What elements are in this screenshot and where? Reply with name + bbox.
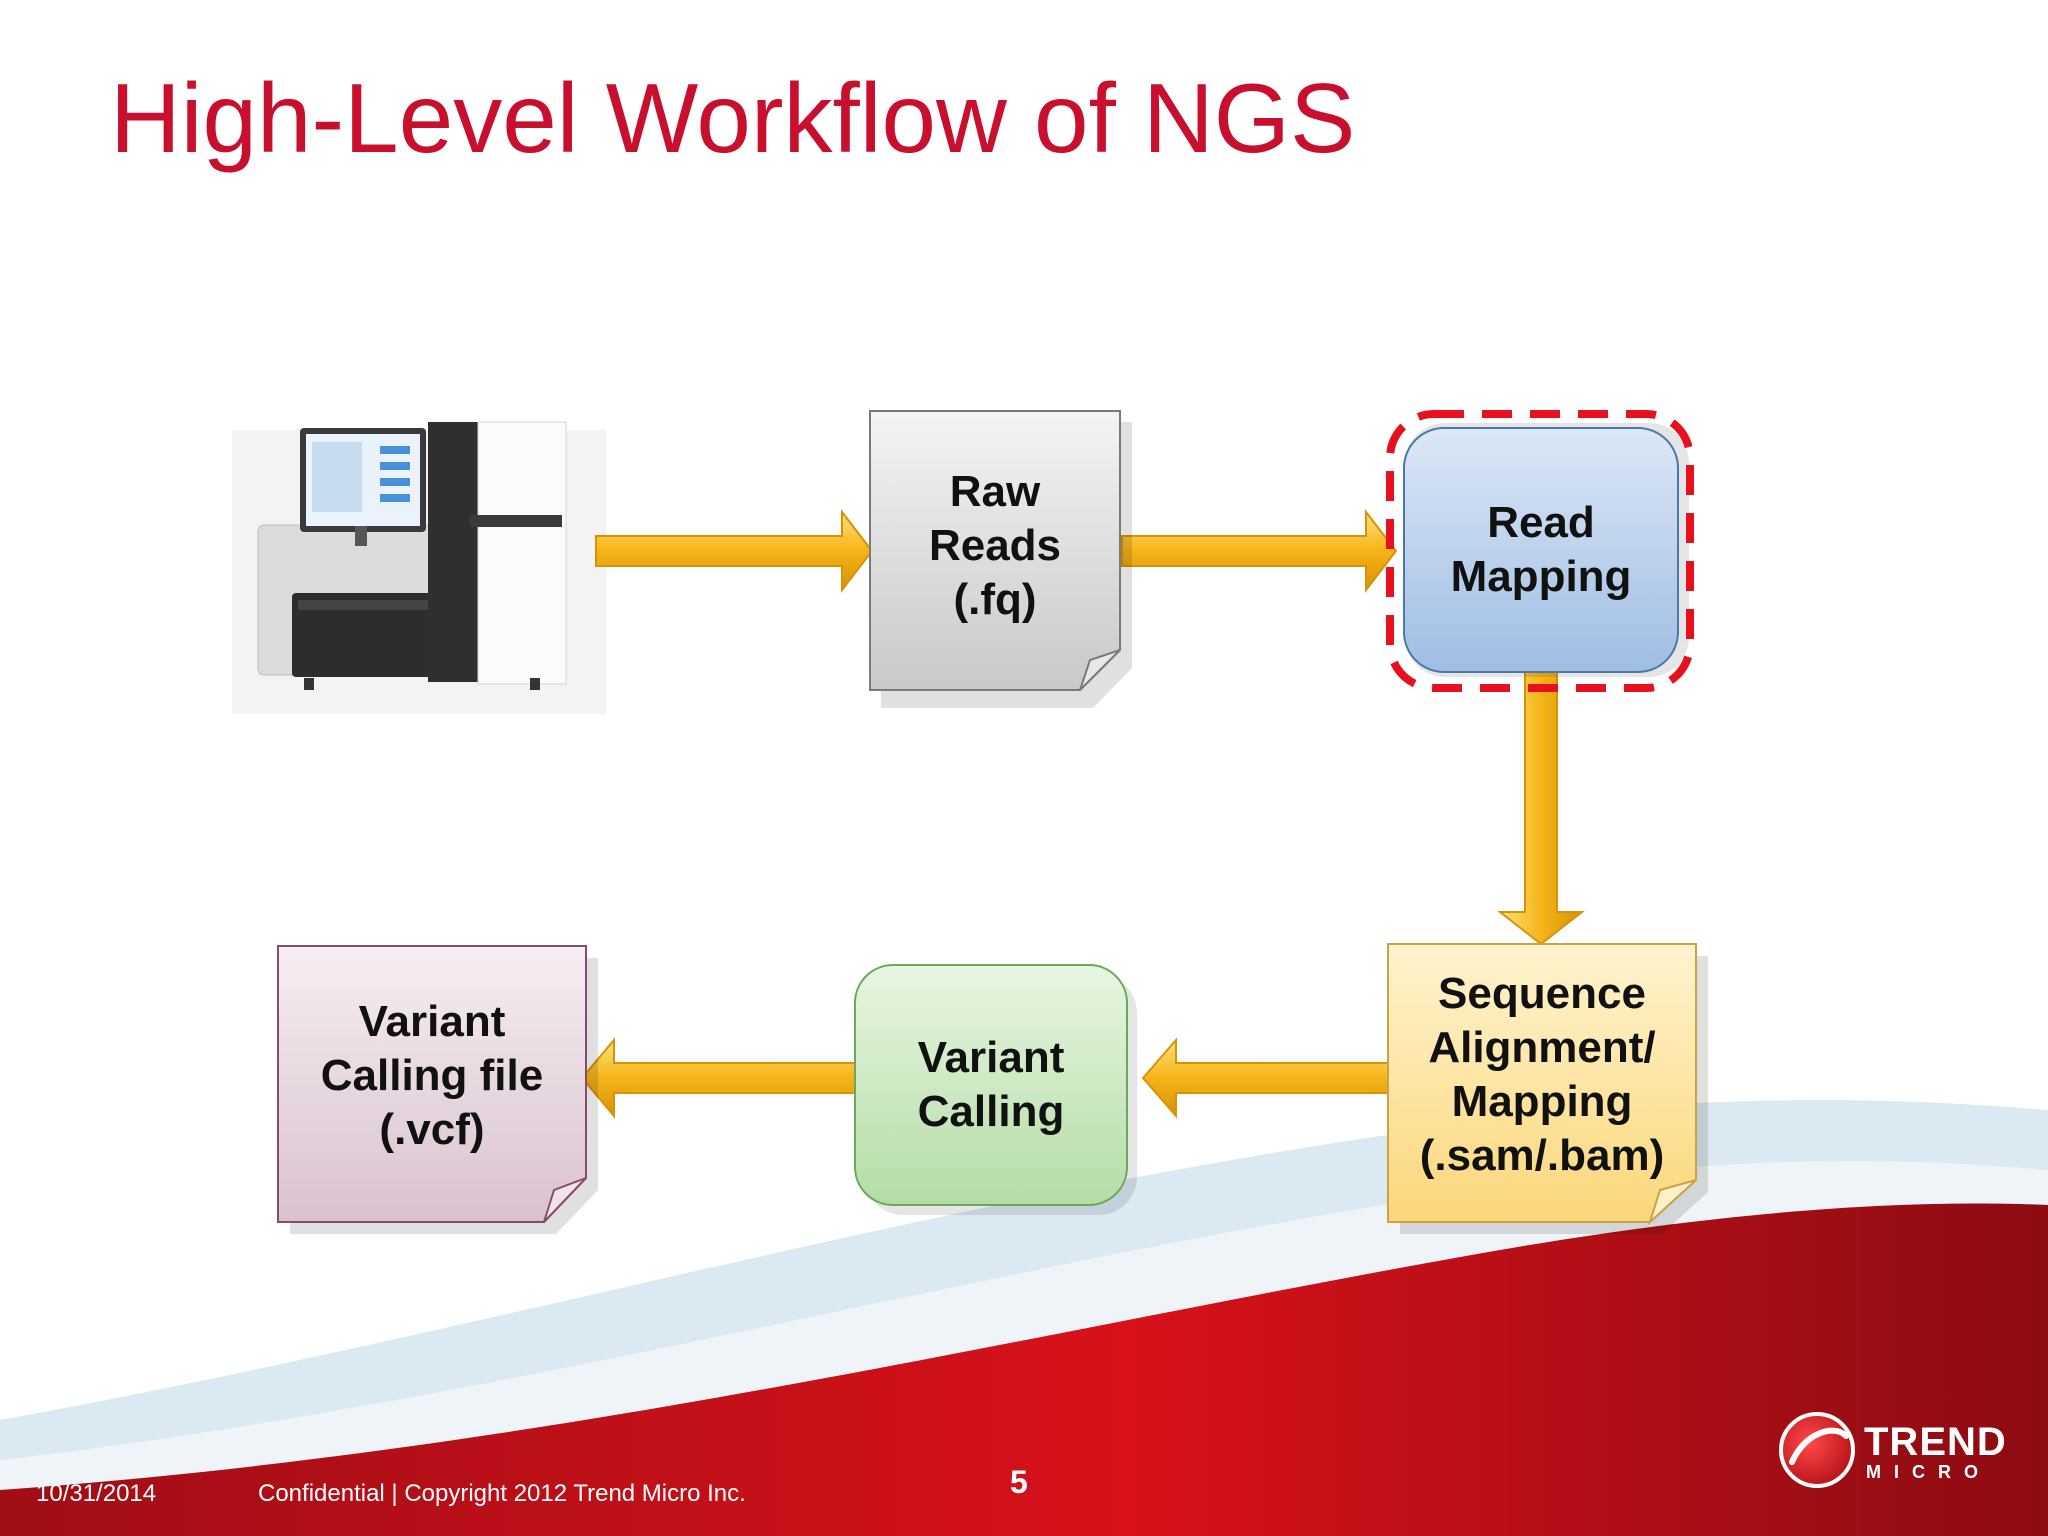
sequencer-machine-icon: [232, 421, 606, 714]
raw-reads-document: [869, 410, 1132, 708]
arrow-read-mapping-to-alignment: [1497, 669, 1585, 946]
slide-title: High-Level Workflow of NGS: [110, 63, 1356, 173]
footer-date: 10/31/2014: [36, 1480, 157, 1507]
logo-text-trend: TREND: [1864, 1420, 2007, 1464]
arrow-variant-calling-to-vcf: [580, 1037, 859, 1119]
page-number: 5: [1010, 1464, 1028, 1500]
vcf-file-label: Variant Calling file (.vcf): [320, 997, 544, 1154]
footer-confidential: Confidential | Copyright 2012 Trend Micr…: [258, 1480, 746, 1507]
sequence-alignment-document: [1387, 943, 1708, 1234]
vcf-file-document: [277, 945, 598, 1234]
read-mapping-box: [1386, 410, 1694, 692]
arrow-sequencer-to-raw-reads: [595, 509, 874, 593]
arrow-raw-reads-to-read-mapping: [1121, 509, 1398, 593]
sequence-alignment-label: Sequence Alignment/ Mapping (.sam/.bam): [1419, 969, 1665, 1180]
arrow-alignment-to-variant-calling: [1141, 1037, 1391, 1119]
raw-reads-label: Raw Reads (.fq): [928, 467, 1062, 624]
variant-calling-label: Variant Calling: [917, 1033, 1065, 1136]
variant-calling-box: [854, 964, 1137, 1215]
read-mapping-label: Read Mapping: [1450, 498, 1632, 601]
trend-micro-logo-icon: [1779, 1412, 1855, 1488]
logo-text-micro: MICRO: [1866, 1462, 1991, 1482]
